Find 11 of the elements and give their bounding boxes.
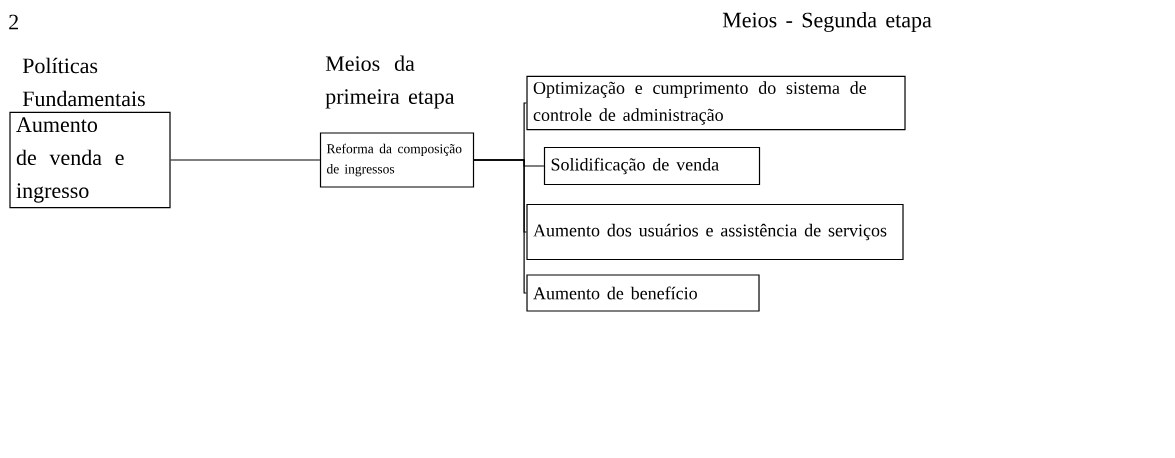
process-box: Aumento de benefício	[526, 274, 760, 312]
process-box: Solidificação de venda	[543, 146, 761, 186]
process-box: Aumento de venda e ingresso	[9, 111, 171, 209]
process-box: Aumento dos usuários e assistência de serviços	[526, 203, 904, 261]
column-heading: Meios - Segunda etapa	[722, 12, 932, 32]
connector-line	[170, 159, 321, 161]
connector-line	[473, 159, 527, 294]
column-heading: Meios da primeira etapa	[325, 55, 455, 109]
column-heading: 2	[9, 14, 18, 30]
process-box: Optimização e cumprimento do sistema de controle de administração	[526, 75, 906, 131]
process-box: Reforma da composição de ingressos	[319, 132, 475, 188]
